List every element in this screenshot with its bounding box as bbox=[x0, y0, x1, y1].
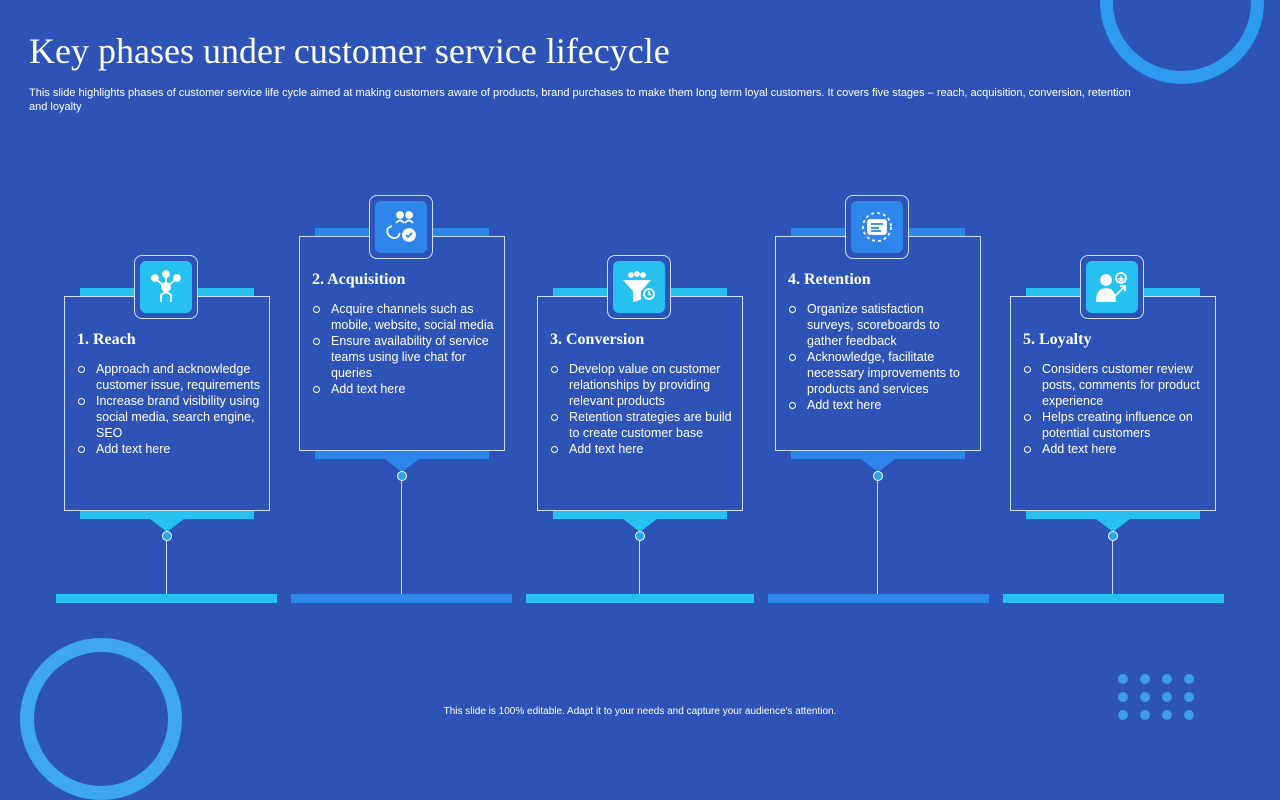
phase-heading: 2. Acquisition bbox=[312, 271, 406, 288]
phase-retention: 4. Retention Organize satisfaction surve… bbox=[775, 195, 995, 600]
timeline-node bbox=[397, 471, 407, 481]
phase-card: 3. Conversion Develop value on customer … bbox=[537, 296, 743, 511]
phase-bullet: Acquire channels such as mobile, website… bbox=[312, 301, 496, 333]
timeline-node bbox=[162, 531, 172, 541]
timeline-node bbox=[1108, 531, 1118, 541]
survey-scoreboard-icon bbox=[851, 201, 903, 253]
phase-bullet: Add text here bbox=[77, 441, 261, 457]
phase-bullet: Develop value on customer relationships … bbox=[550, 361, 734, 409]
phase-bullet: Organize satisfaction surveys, scoreboar… bbox=[788, 301, 972, 349]
phase-bullet: Add text here bbox=[550, 441, 734, 457]
phase-bullet: Add text here bbox=[788, 397, 972, 413]
phase-pointer bbox=[150, 519, 184, 532]
slide-footer: This slide is 100% editable. Adapt it to… bbox=[443, 706, 837, 717]
timeline-stem bbox=[401, 481, 402, 594]
loyal-customer-icon bbox=[1086, 261, 1138, 313]
phase-icon-frame bbox=[369, 195, 433, 259]
timeline-node bbox=[873, 471, 883, 481]
phase-bullet: Acknowledge, facilitate necessary improv… bbox=[788, 349, 972, 397]
timeline-segment bbox=[56, 594, 277, 603]
phase-card: 1. Reach Approach and acknowledge custom… bbox=[64, 296, 270, 511]
phase-bullet-list: Organize satisfaction surveys, scoreboar… bbox=[788, 301, 972, 413]
funnel-conversion-icon bbox=[613, 261, 665, 313]
phase-bottom-bar bbox=[80, 511, 254, 519]
phase-bullet-list: Acquire channels such as mobile, website… bbox=[312, 301, 496, 397]
timeline-node bbox=[635, 531, 645, 541]
timeline-segment bbox=[526, 594, 754, 603]
phase-bullet: Increase brand visibility using social m… bbox=[77, 393, 261, 441]
decorative-dot-grid bbox=[1118, 674, 1194, 720]
timeline-stem bbox=[166, 541, 167, 594]
phase-icon-frame bbox=[607, 255, 671, 319]
phase-bottom-bar bbox=[553, 511, 727, 519]
timeline-stem bbox=[1112, 541, 1113, 594]
phase-heading: 3. Conversion bbox=[550, 331, 645, 348]
phase-pointer bbox=[1096, 519, 1130, 532]
phase-card: 4. Retention Organize satisfaction surve… bbox=[775, 236, 981, 451]
phase-bullet: Add text here bbox=[1023, 441, 1207, 457]
phase-bottom-bar bbox=[1026, 511, 1200, 519]
phase-heading: 4. Retention bbox=[788, 271, 871, 288]
timeline-stem bbox=[877, 481, 878, 594]
phase-card: 5. Loyalty Considers customer review pos… bbox=[1010, 296, 1216, 511]
decorative-ring-bottom bbox=[20, 638, 182, 800]
phase-heading: 5. Loyalty bbox=[1023, 331, 1092, 348]
phase-loyalty: 5. Loyalty Considers customer review pos… bbox=[1010, 255, 1230, 600]
slide-title: Key phases under customer service lifecy… bbox=[29, 31, 670, 71]
timeline-segment bbox=[1003, 594, 1224, 603]
phase-acquisition: 2. Acquisition Acquire channels such as … bbox=[299, 195, 519, 600]
phase-bullet-list: Considers customer review posts, comment… bbox=[1023, 361, 1207, 457]
timeline-stem bbox=[639, 541, 640, 594]
phase-pointer bbox=[385, 459, 419, 472]
phase-icon-frame bbox=[845, 195, 909, 259]
magnet-acquisition-icon bbox=[375, 201, 427, 253]
phase-conversion: 3. Conversion Develop value on customer … bbox=[537, 255, 757, 600]
phase-bottom-bar bbox=[791, 451, 965, 459]
phase-bottom-bar bbox=[315, 451, 489, 459]
timeline-segment bbox=[291, 594, 512, 603]
phase-bullet: Considers customer review posts, comment… bbox=[1023, 361, 1207, 409]
phase-icon-frame bbox=[134, 255, 198, 319]
slide-subtitle: This slide highlights phases of customer… bbox=[29, 87, 1131, 113]
phase-reach: 1. Reach Approach and acknowledge custom… bbox=[64, 255, 284, 600]
phase-bullet: Approach and acknowledge customer issue,… bbox=[77, 361, 261, 393]
phase-pointer bbox=[623, 519, 657, 532]
phase-bullet-list: Develop value on customer relationships … bbox=[550, 361, 734, 457]
phase-icon-frame bbox=[1080, 255, 1144, 319]
phase-pointer bbox=[861, 459, 895, 472]
phase-card: 2. Acquisition Acquire channels such as … bbox=[299, 236, 505, 451]
phase-bullet-list: Approach and acknowledge customer issue,… bbox=[77, 361, 261, 457]
decorative-ring-top bbox=[1100, 0, 1264, 84]
phase-bullet: Helps creating influence on potential cu… bbox=[1023, 409, 1207, 441]
phase-bullet: Ensure availability of service teams usi… bbox=[312, 333, 496, 381]
phase-bullet: Retention strategies are build to create… bbox=[550, 409, 734, 441]
people-network-icon bbox=[140, 261, 192, 313]
phase-heading: 1. Reach bbox=[77, 331, 136, 348]
timeline-segment bbox=[768, 594, 989, 603]
phase-bullet: Add text here bbox=[312, 381, 496, 397]
